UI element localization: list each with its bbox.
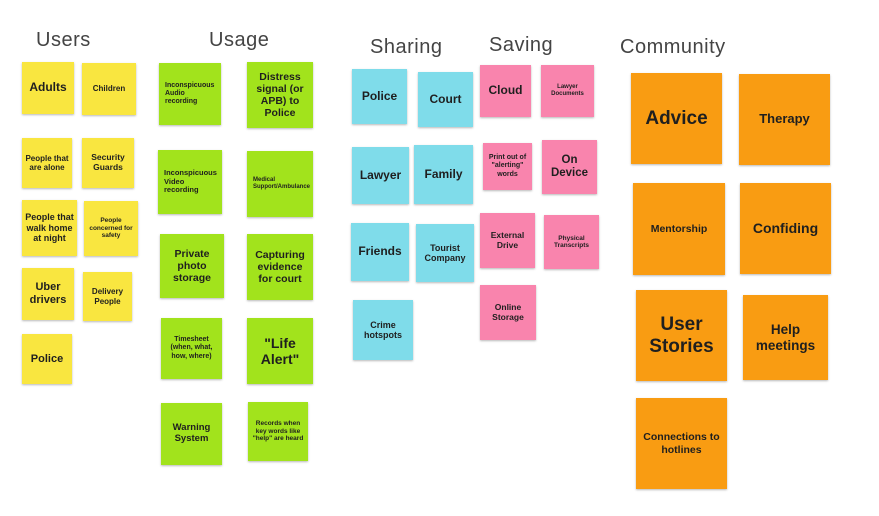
sticky-note-mentorship[interactable]: Mentorship (633, 183, 725, 275)
sticky-note-on-device[interactable]: On Device (542, 140, 597, 194)
sticky-note-children[interactable]: Children (82, 63, 136, 115)
sticky-note-life-alert[interactable]: "Life Alert" (247, 318, 313, 384)
sticky-note-online-storage[interactable]: Online Storage (480, 285, 536, 340)
sticky-note-lawyer-documents[interactable]: Lawyer Documents (541, 65, 594, 117)
sticky-note-concerned-safety[interactable]: People concerned for safety (84, 201, 138, 256)
sticky-note-medical-support[interactable]: Medical Support/Ambulance (247, 151, 313, 217)
saving-heading: Saving (489, 34, 554, 56)
sticky-note-cloud[interactable]: Cloud (480, 65, 531, 117)
sticky-note-physical-transcripts[interactable]: Physical Transcripts (544, 215, 599, 269)
sticky-note-share-court[interactable]: Court (418, 72, 473, 127)
sticky-note-people-alone[interactable]: People that are alone (22, 138, 72, 188)
sticky-note-share-friends[interactable]: Friends (351, 223, 409, 281)
sticky-note-confiding[interactable]: Confiding (740, 183, 831, 274)
sticky-note-advice[interactable]: Advice (631, 73, 722, 164)
sticky-note-hotlines[interactable]: Connections to hotlines (636, 398, 727, 489)
sticky-note-photo-storage[interactable]: Private photo storage (160, 234, 224, 298)
sticky-note-therapy[interactable]: Therapy (739, 74, 830, 165)
sticky-note-uber-drivers[interactable]: Uber drivers (22, 268, 74, 320)
sharing-heading: Sharing (370, 36, 443, 58)
sticky-note-key-words[interactable]: Records when key words like "help" are h… (248, 402, 308, 461)
community-heading: Community (620, 36, 726, 58)
sticky-note-warning-system[interactable]: Warning System (161, 403, 222, 465)
users-heading: Users (36, 29, 91, 51)
sticky-note-external-drive[interactable]: External Drive (480, 213, 535, 268)
sticky-note-distress-signal[interactable]: Distress signal (or APB) to Police (247, 62, 313, 128)
usage-heading: Usage (209, 29, 270, 51)
sticky-note-share-police[interactable]: Police (352, 69, 407, 124)
sticky-note-share-family[interactable]: Family (414, 145, 473, 204)
sticky-note-tourist-company[interactable]: Tourist Company (416, 224, 474, 282)
sticky-note-audio-recording[interactable]: Inconspicuous Audio recording (159, 63, 221, 125)
sticky-note-walk-home[interactable]: People that walk home at night (22, 200, 77, 256)
sticky-note-help-meetings[interactable]: Help meetings (743, 295, 828, 380)
sticky-note-adults[interactable]: Adults (22, 62, 74, 114)
sticky-note-capturing-evidence[interactable]: Capturing evidence for court (247, 234, 313, 300)
sticky-note-timesheet[interactable]: Timesheet (when, what, how, where) (161, 318, 222, 379)
sticky-note-print-out[interactable]: Print out of "alerting" words (483, 143, 532, 190)
sticky-note-share-lawyer[interactable]: Lawyer (352, 147, 409, 204)
sticky-note-police-user[interactable]: Police (22, 334, 72, 384)
sticky-note-user-stories[interactable]: User Stories (636, 290, 727, 381)
sticky-note-crime-hotspots[interactable]: Crime hotspots (353, 300, 413, 360)
sticky-note-security-guards[interactable]: Security Guards (82, 138, 134, 188)
sticky-note-delivery-people[interactable]: Delivery People (83, 272, 132, 321)
sticky-note-video-recording[interactable]: Inconspicuous Video recording (158, 150, 222, 214)
